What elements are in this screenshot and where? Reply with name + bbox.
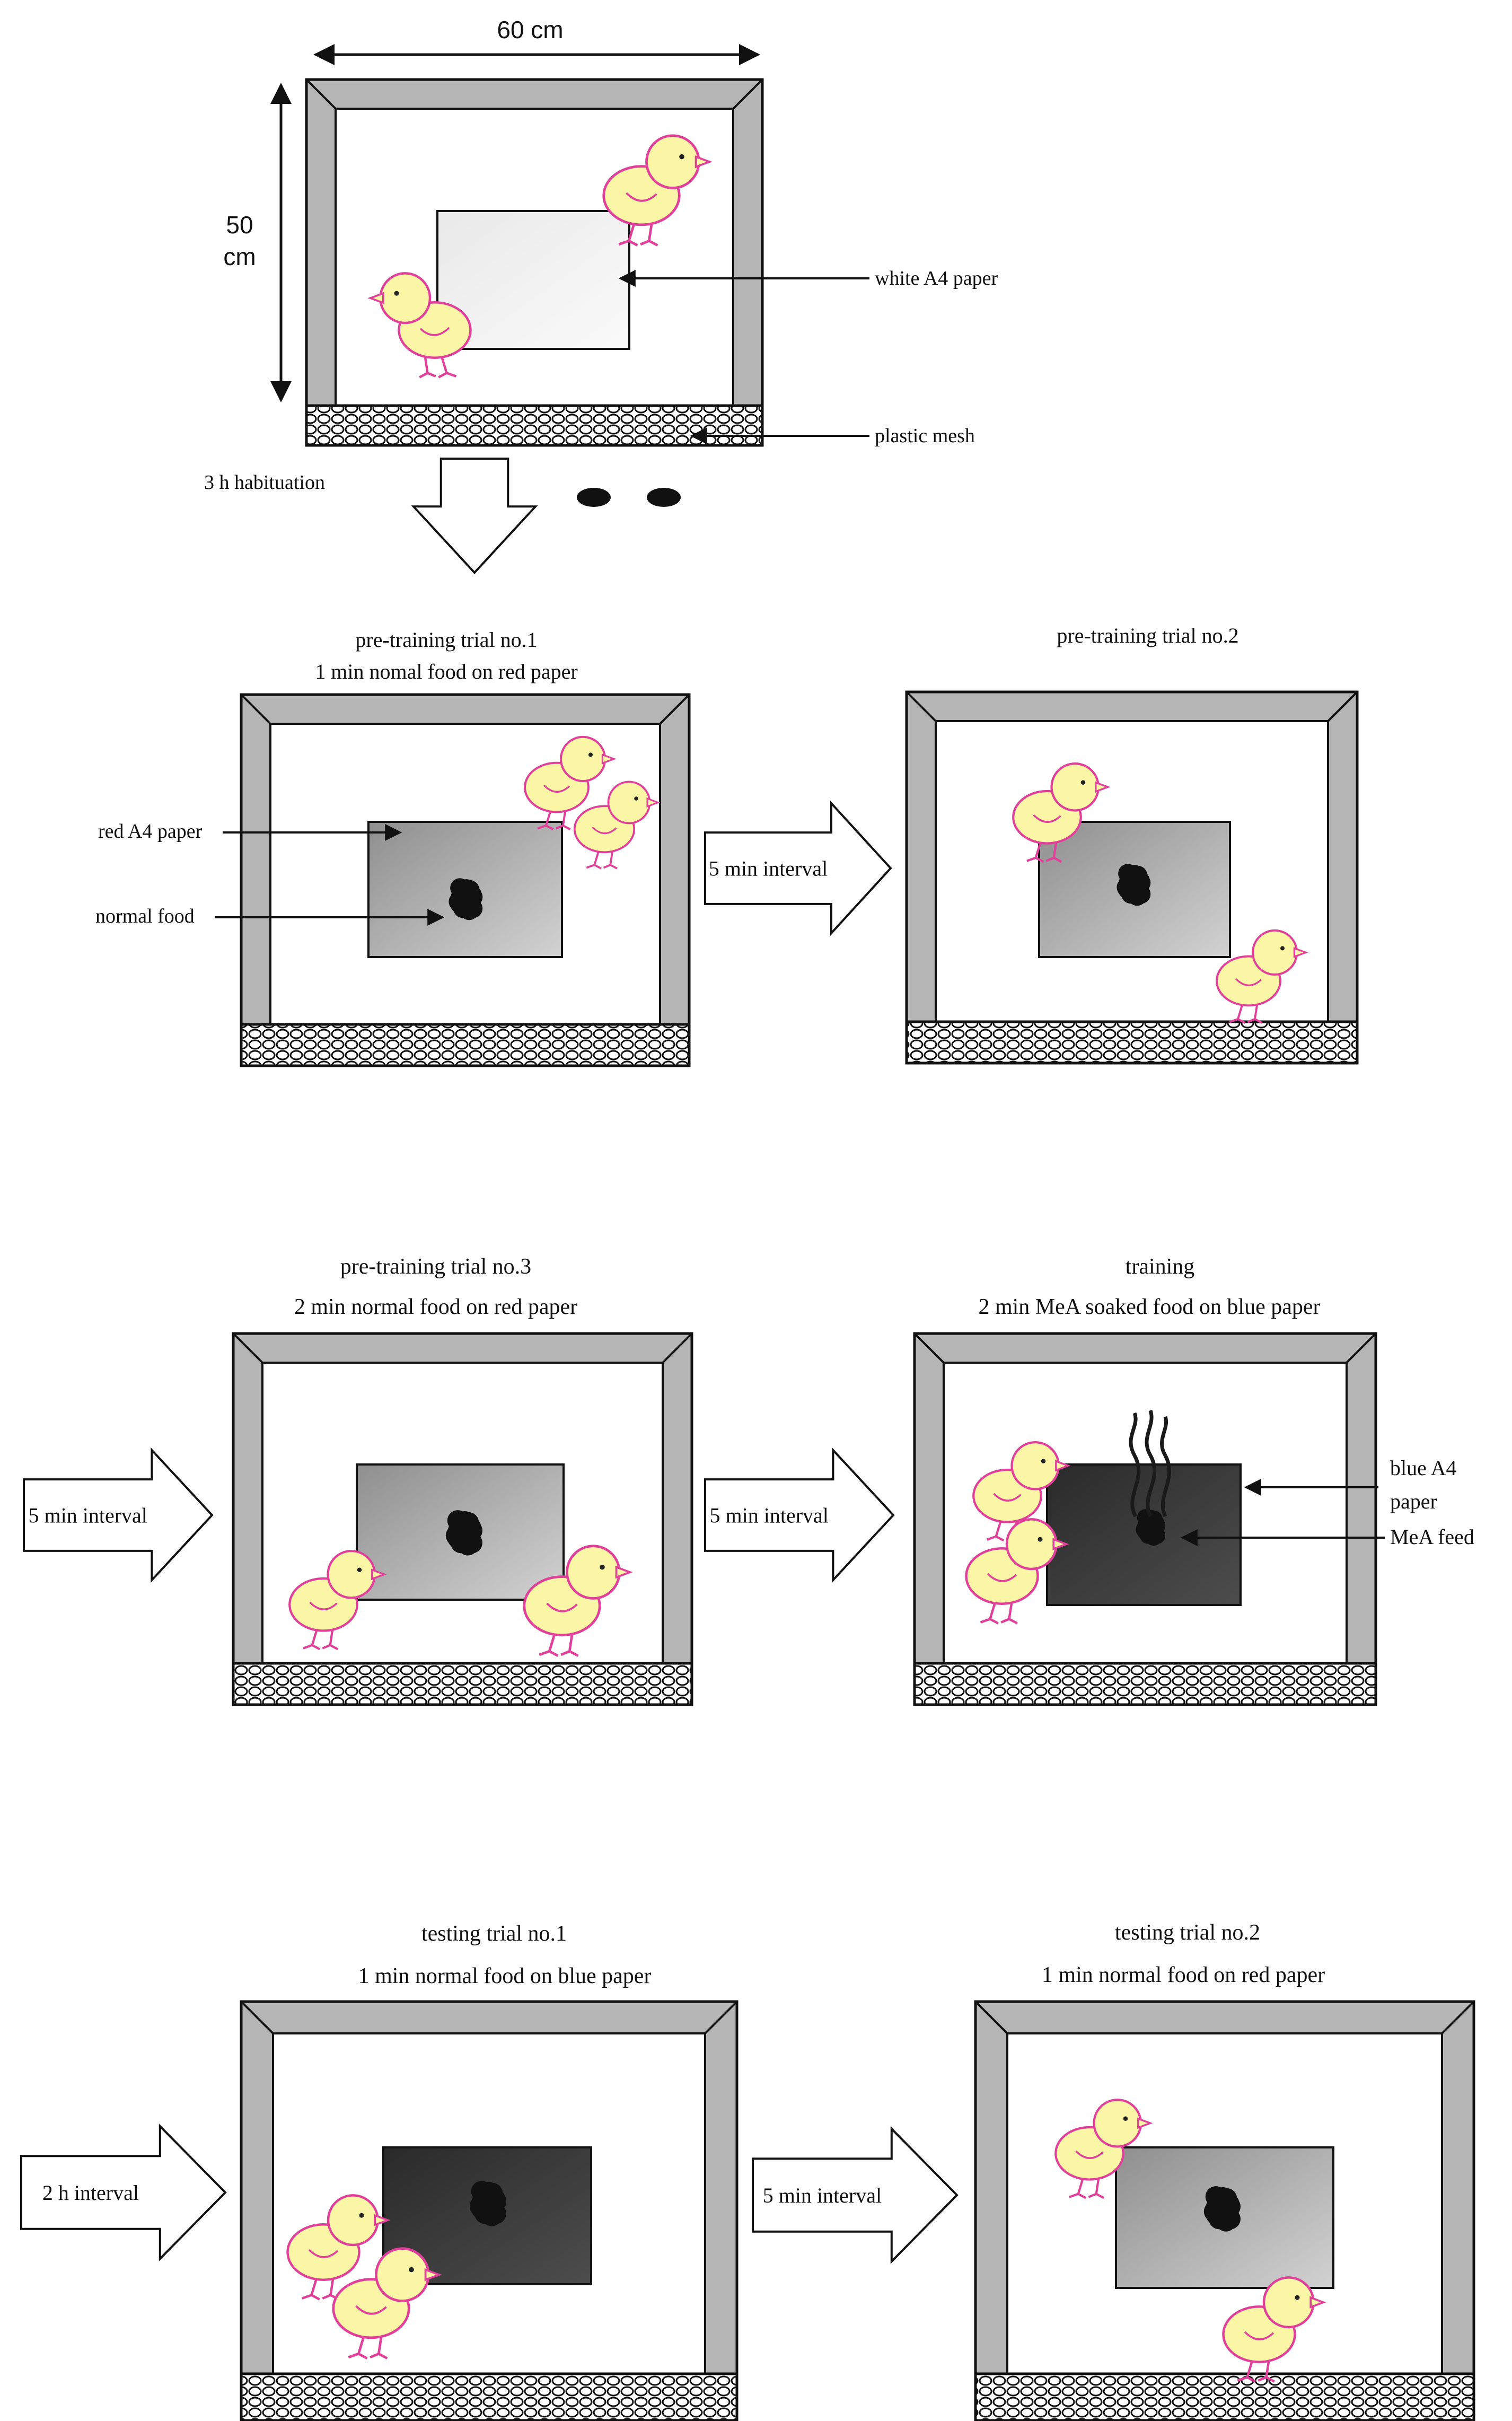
training-enclosure	[913, 1332, 1377, 1706]
plastic-mesh	[974, 2372, 1475, 2421]
white-paper-label: white A4 paper	[875, 267, 998, 290]
mesh-label: plastic mesh	[875, 425, 975, 447]
interval-label: 2 h interval	[42, 2181, 139, 2205]
interval-label: 5 min interval	[709, 1504, 828, 1528]
mea-feed-label: MeA feed	[1390, 1525, 1474, 1549]
training-subtitle: 2 min MeA soaked food on blue paper	[978, 1295, 1320, 1319]
habituation-label: 3 h habituation	[204, 471, 325, 494]
pretrain3-title: pre-training trial no.3	[340, 1255, 531, 1279]
blue-paper-label-line2: paper	[1390, 1489, 1437, 1513]
odor-wavy-lines-icon	[1129, 1409, 1172, 1517]
food-pile-icon	[1117, 864, 1151, 906]
normal-food-label: normal food	[95, 905, 195, 927]
interval-arrow-2: 5 min interval	[23, 1447, 214, 1583]
width-label: 60 cm	[497, 16, 563, 43]
pretrain1-subtitle: 1 min nomal food on red paper	[315, 660, 577, 683]
interval-label: 5 min interval	[763, 2183, 882, 2207]
food-pile-icon	[449, 878, 483, 920]
interval-arrow-3: 5 min interval	[704, 1447, 895, 1583]
plastic-mesh	[240, 1023, 691, 1067]
pretrain3-enclosure	[232, 1332, 693, 1706]
red-paper-label: red A4 paper	[98, 820, 203, 843]
plastic-mesh	[232, 1662, 693, 1706]
pretrain1-title: pre-training trial no.1	[355, 628, 537, 652]
test1-title: testing trial no.1	[421, 1922, 567, 1946]
pretrain2-enclosure	[905, 690, 1359, 1065]
food-pile-icon	[445, 1510, 482, 1556]
food-pellets-icon	[577, 488, 681, 507]
pretrain3-subtitle: 2 min normal food on red paper	[294, 1295, 577, 1319]
plastic-mesh	[905, 1020, 1359, 1065]
interval-arrow-5: 5 min interval	[752, 2126, 959, 2264]
interval-label: 5 min interval	[28, 1504, 147, 1528]
width-dimension: 60 cm	[313, 16, 760, 65]
interval-arrow-1: 5 min interval	[704, 800, 892, 936]
plastic-mesh	[913, 1662, 1377, 1706]
plastic-mesh	[240, 2372, 739, 2421]
food-pile-icon	[1136, 1509, 1166, 1546]
height-unit-label: cm	[223, 243, 256, 270]
test2-title: testing trial no.2	[1115, 1920, 1260, 1945]
test2-subtitle: 1 min normal food on red paper	[1042, 1963, 1325, 1987]
pretrain2-title: pre-training trial no.2	[1057, 624, 1238, 647]
height-dimension: 50 cm	[223, 83, 292, 402]
test2-enclosure	[974, 2000, 1475, 2421]
plastic-mesh	[305, 404, 764, 447]
food-pile-icon	[1203, 2186, 1241, 2232]
blue-paper-label-line1: blue A4	[1390, 1456, 1457, 1480]
habituation-arrow	[411, 458, 538, 574]
food-pile-icon	[469, 2181, 506, 2226]
training-title: training	[1126, 1255, 1195, 1279]
test1-enclosure	[240, 2000, 739, 2421]
pretrain1-enclosure	[240, 693, 691, 1067]
height-value-label: 50	[226, 211, 253, 239]
interval-label: 5 min interval	[709, 857, 828, 881]
test1-subtitle: 1 min normal food on blue paper	[358, 1964, 652, 1988]
interval-arrow-4: 2 h interval	[20, 2124, 227, 2261]
setup-enclosure	[305, 78, 764, 447]
